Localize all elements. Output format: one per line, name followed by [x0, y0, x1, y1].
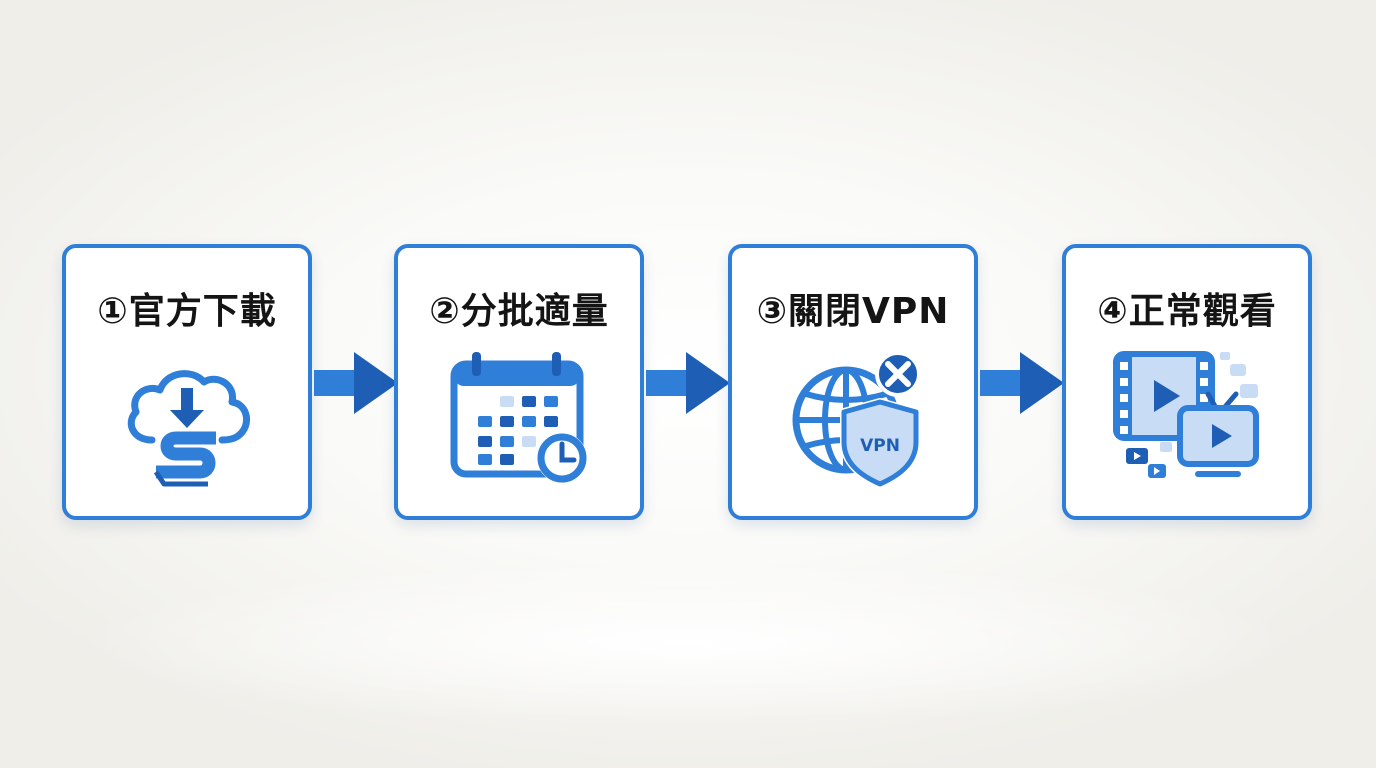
vpn-shield-label: VPN [860, 436, 900, 456]
step-card-download: ①官方下載 [62, 244, 312, 520]
floor-glow [0, 560, 1376, 768]
step-title-schedule: ②分批適量 [429, 291, 609, 332]
step-title-watch: ④正常觀看 [1097, 291, 1277, 332]
video-tv-icon [1113, 351, 1259, 478]
step-title-download: ①官方下載 [97, 291, 277, 332]
calendar-clock-icon [450, 352, 587, 483]
cloud-download-icon [127, 370, 250, 487]
step-card-watch: ④正常觀看 [1062, 244, 1312, 520]
flow-arrow-3 [980, 352, 1064, 414]
step-card-schedule: ②分批適量 [394, 244, 644, 520]
step-card-vpn: ③關閉VPN VPN [728, 244, 978, 520]
flow-arrow-1 [314, 352, 398, 414]
flow-arrow-2 [646, 352, 730, 414]
globe-vpn-off-icon: VPN [792, 351, 921, 488]
step-title-vpn: ③關閉VPN [756, 291, 950, 332]
